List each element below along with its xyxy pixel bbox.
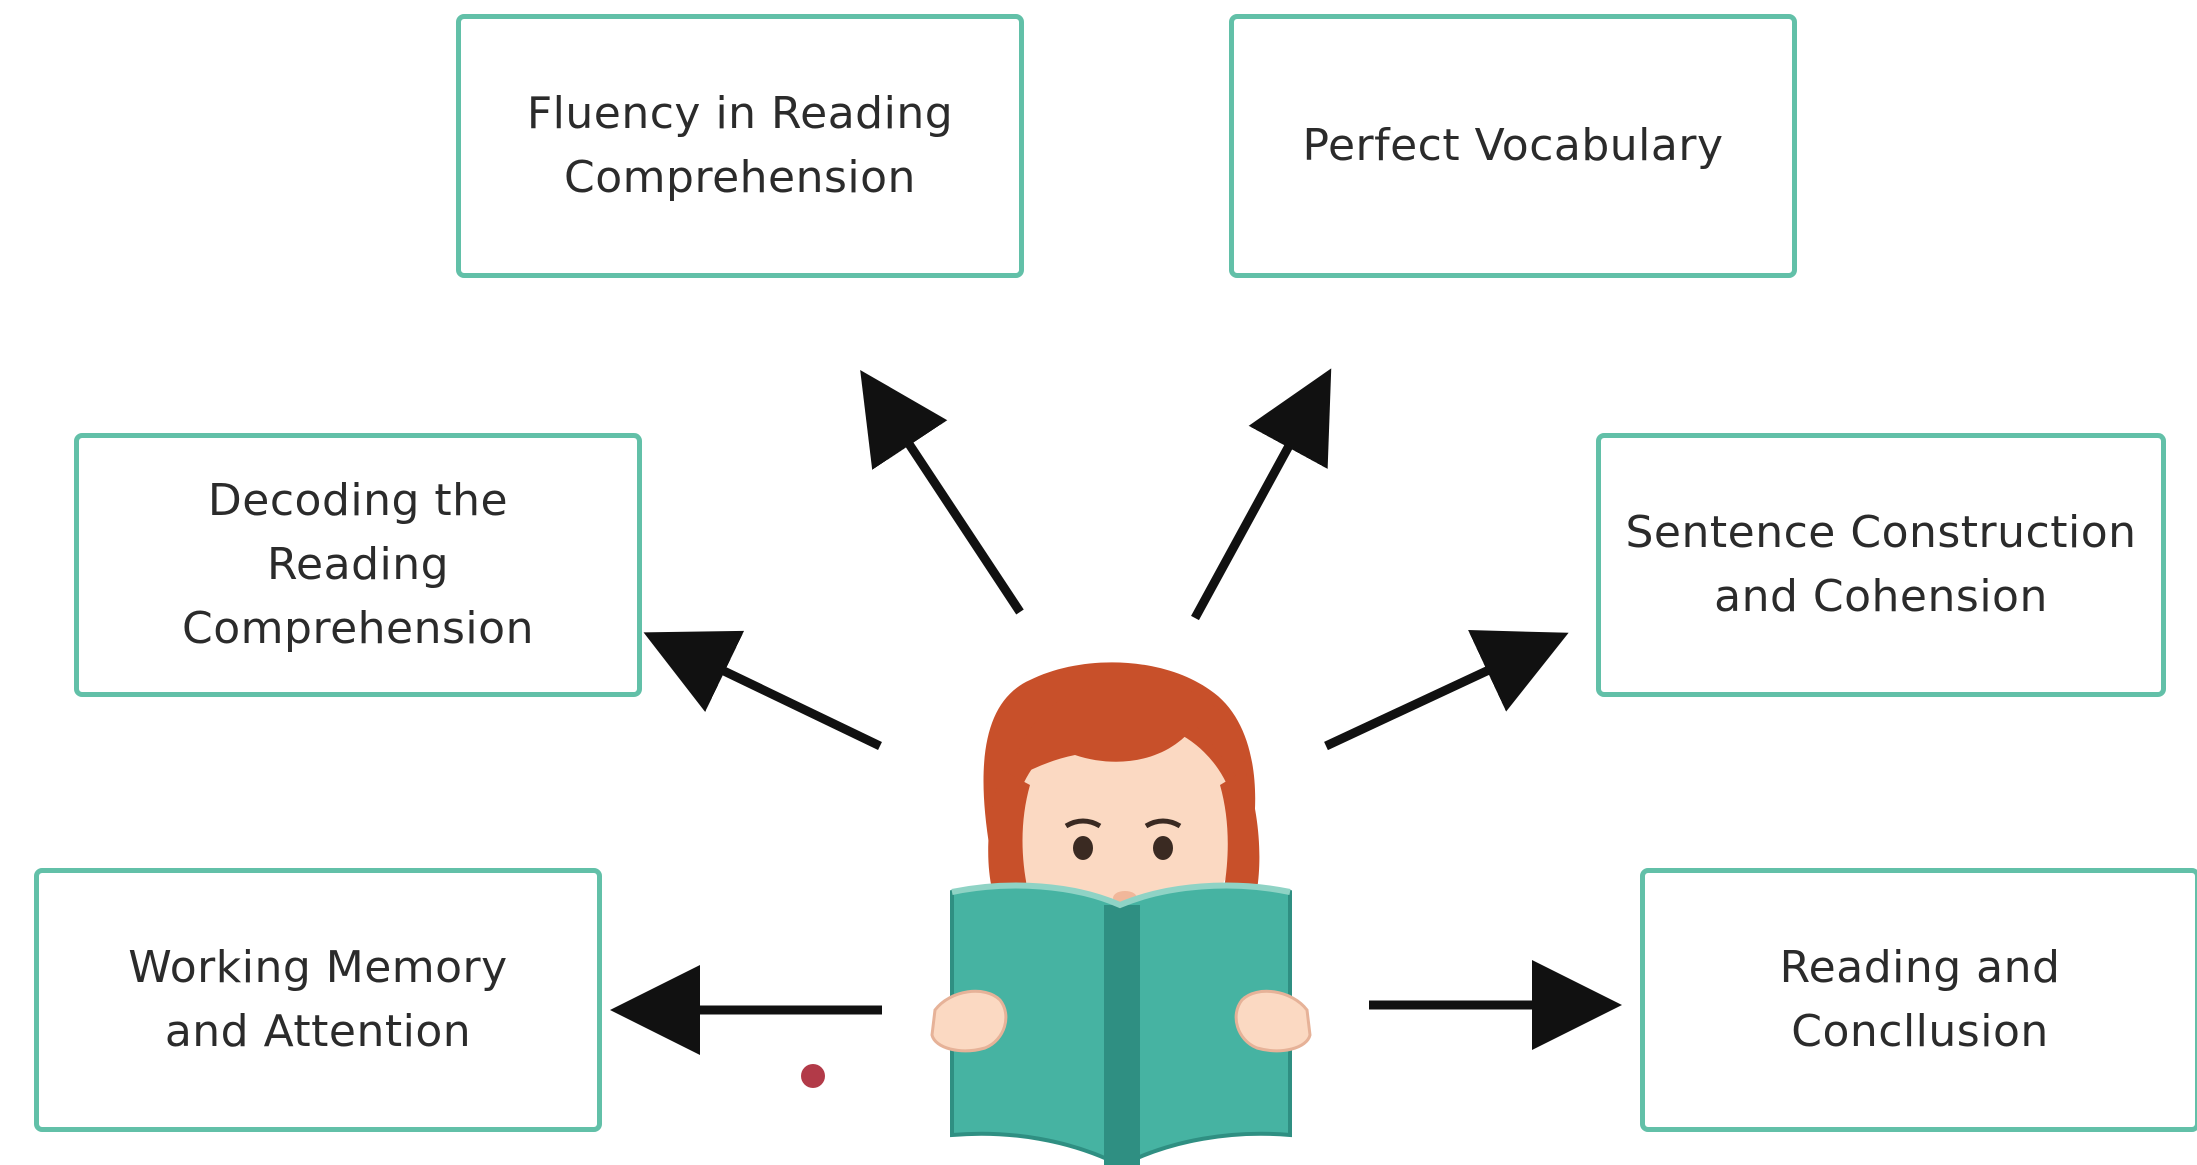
box-reading-line1: Reading and	[1779, 942, 2061, 993]
box-vocabulary-line1: Perfect Vocabulary	[1302, 120, 1724, 171]
box-sentence: Sentence Construction and Cohension	[1596, 433, 2166, 697]
brow-right	[1144, 818, 1182, 829]
box-sentence-line1: Sentence Construction	[1625, 507, 2137, 558]
box-memory-label: Working Memory and Attention	[128, 936, 507, 1064]
box-memory-line2: and Attention	[164, 1006, 472, 1057]
box-reading-label: Reading and Concllusion	[1780, 936, 2061, 1064]
box-reading-line2: Concllusion	[1791, 1006, 2049, 1057]
box-fluency-label: Fluency in Reading Comprehension	[527, 82, 953, 210]
eye-left	[1073, 836, 1093, 860]
box-decoding-line3: Comprehension	[182, 603, 534, 654]
box-reading: Reading and Concllusion	[1640, 868, 2197, 1132]
hand-left	[930, 989, 1008, 1053]
box-fluency-line2: Comprehension	[564, 152, 916, 203]
hair-side-left	[988, 770, 1030, 900]
book-spine	[1104, 905, 1140, 1165]
arrow-to-sentence	[1324, 630, 1569, 751]
face	[1013, 720, 1237, 940]
box-sentence-label: Sentence Construction and Cohension	[1626, 501, 2137, 629]
box-fluency-line1: Fluency in Reading	[526, 88, 954, 139]
box-memory-line1: Working Memory	[128, 942, 508, 993]
brow-left	[1064, 818, 1102, 829]
box-decoding: Decoding the Reading Comprehension	[74, 433, 642, 697]
book-top-edge	[951, 882, 1291, 909]
arrow-to-decoding	[643, 630, 882, 751]
eye-right	[1153, 836, 1173, 860]
arrow-to-fluency	[860, 369, 1024, 615]
box-decoding-label: Decoding the Reading Comprehension	[182, 469, 534, 661]
hair-side-right	[1220, 770, 1260, 900]
box-vocabulary: Perfect Vocabulary	[1229, 14, 1797, 278]
box-decoding-line2: Reading	[266, 539, 450, 590]
arrow-to-vocab	[1191, 368, 1332, 621]
red-dot	[801, 1064, 825, 1088]
hair-fringe	[1010, 679, 1248, 790]
box-decoding-line1: Decoding the	[207, 475, 509, 526]
box-vocabulary-label: Perfect Vocabulary	[1302, 114, 1723, 178]
hand-right	[1234, 989, 1312, 1053]
box-memory: Working Memory and Attention	[34, 868, 602, 1132]
box-fluency: Fluency in Reading Comprehension	[456, 14, 1024, 278]
box-sentence-line2: and Cohension	[1714, 571, 2048, 622]
